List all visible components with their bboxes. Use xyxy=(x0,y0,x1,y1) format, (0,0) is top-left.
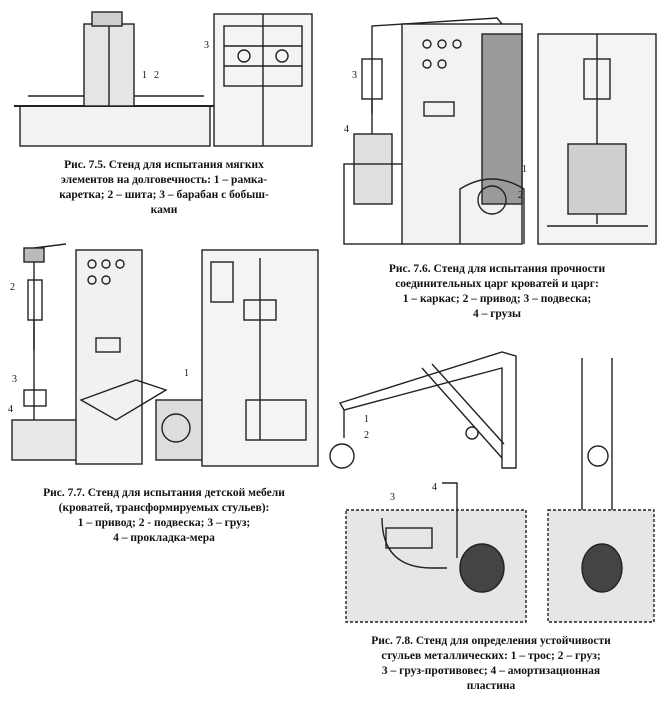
caption-line: Рис. 7.6. Стенд для испытания прочности xyxy=(388,263,606,275)
caption-line: пластина xyxy=(466,680,516,692)
caption-line: 4 – грузы xyxy=(472,308,522,320)
figure-7-5-caption: Рис. 7.5. Стенд для испытания мягких эле… xyxy=(14,158,314,218)
caption-line: стульев металлических: 1 – трос; 2 – гру… xyxy=(381,650,601,662)
figure-7-5-label-1: 1 xyxy=(142,70,147,81)
figure-7-6-label-4: 4 xyxy=(344,124,349,135)
figure-7-5-label-3: 3 xyxy=(204,40,209,51)
figure-7-8-label-3: 3 xyxy=(390,492,395,503)
figure-7-6-label-1: 1 xyxy=(522,164,527,175)
figure-7-7-label-2: 2 xyxy=(10,282,15,293)
caption-line: 1 – каркас; 2 – привод; 3 – подвеска; xyxy=(402,293,592,305)
caption-line: соединительных царг кроватей и царг: xyxy=(395,278,599,290)
caption-line: Рис. 7.8. Стенд для определения устойчив… xyxy=(371,635,611,647)
caption-line: 3 – груз-противовес; 4 – амортизационная xyxy=(381,665,601,677)
caption-line: Рис. 7.5. Стенд для испытания мягких xyxy=(64,159,264,171)
figure-7-8-label-1: 1 xyxy=(364,414,369,425)
figure-7-8-label-4: 4 xyxy=(432,482,437,493)
caption-line: ками xyxy=(150,204,178,216)
caption-line: 4 – прокладка-мера xyxy=(113,532,215,544)
figure-7-6-label-3: 3 xyxy=(352,70,357,81)
figure-7-7-caption: Рис. 7.7. Стенд для испытания детской ме… xyxy=(12,486,316,546)
caption-line: Рис. 7.7. Стенд для испытания детской ме… xyxy=(43,487,285,499)
figure-7-8-drawing: 1 2 4 3 xyxy=(322,348,658,628)
figure-7-7-label-1: 1 xyxy=(184,368,189,379)
figure-7-7-drawing: 2 3 4 1 xyxy=(6,240,326,476)
figure-7-8-caption: Рис. 7.8. Стенд для определения устойчив… xyxy=(330,634,652,694)
figure-7-6-drawing: 3 4 2 1 xyxy=(342,4,658,254)
figure-7-7-label-3: 3 xyxy=(12,374,17,385)
figure-7-5-label-2: 2 xyxy=(154,70,159,81)
figure-7-6-label-2: 2 xyxy=(518,190,523,201)
caption-line: каретка; 2 – шита; 3 – барабан с бобыш- xyxy=(59,189,269,201)
figure-7-5-drawing: 3 1 2 xyxy=(14,6,314,152)
figure-7-6-caption: Рис. 7.6. Стенд для испытания прочности … xyxy=(352,262,642,322)
caption-line: элементов на долговечность: 1 – рамка- xyxy=(60,174,268,186)
caption-line: (кроватей, трансформируемых стульев): xyxy=(58,502,270,514)
caption-line: 1 – привод; 2 - подвеска; 3 – груз; xyxy=(77,517,251,529)
figure-7-7-label-4: 4 xyxy=(8,404,13,415)
figure-7-8-label-2: 2 xyxy=(364,430,369,441)
